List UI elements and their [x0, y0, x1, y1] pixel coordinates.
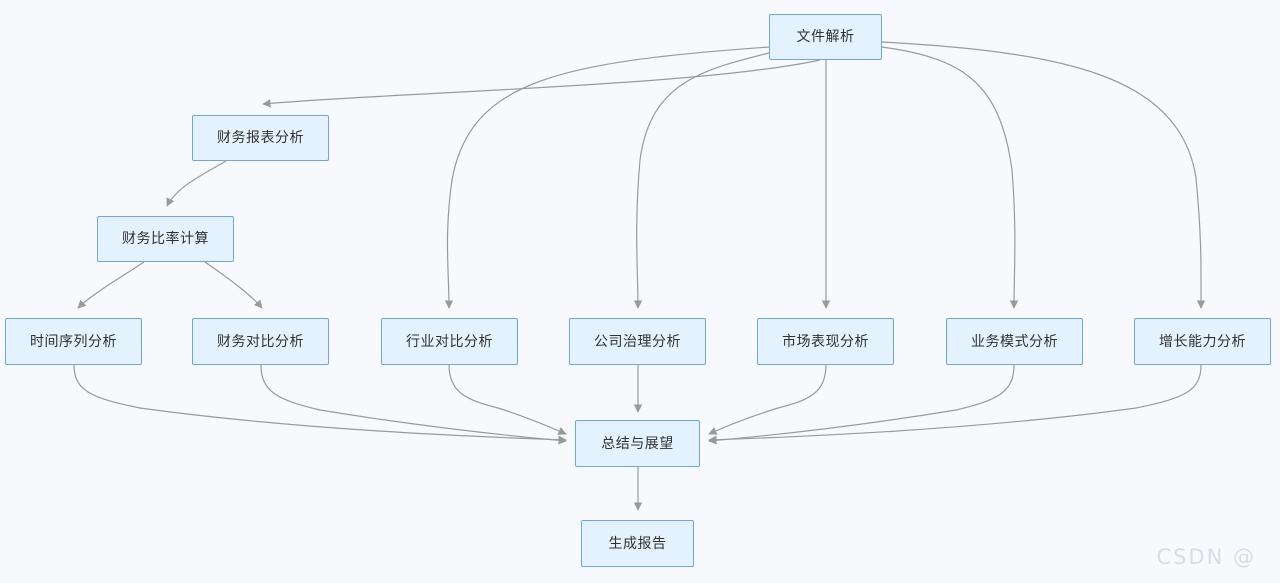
- node-n7[interactable]: 公司治理分析: [569, 318, 706, 365]
- node-label: 行业对比分析: [406, 333, 493, 350]
- edge-n1-to-n10: [881, 41, 1206, 309]
- node-label: 公司治理分析: [594, 333, 681, 350]
- node-label: 文件解析: [796, 29, 855, 45]
- node-label: 时间序列分析: [30, 333, 117, 350]
- node-n1[interactable]: 文件解析: [769, 14, 882, 60]
- edge-n5-to-n11: [260, 364, 567, 445]
- node-n12[interactable]: 生成报告: [581, 520, 694, 567]
- node-label: 财务报表分析: [217, 130, 304, 146]
- node-label: 财务对比分析: [217, 333, 304, 350]
- edge-n1-to-n2: [262, 59, 821, 108]
- edge-n8-to-n11: [708, 364, 827, 435]
- node-n6[interactable]: 行业对比分析: [381, 318, 518, 365]
- edge-n1-to-n9: [881, 46, 1019, 309]
- edge-n6-to-n11: [448, 364, 567, 435]
- node-n3[interactable]: 财务比率计算: [97, 216, 234, 262]
- node-n11[interactable]: 总结与展望: [575, 420, 700, 467]
- node-label: 业务模式分析: [971, 333, 1058, 350]
- edge-n10-to-n11: [708, 364, 1202, 444]
- edge-n4-to-n11: [73, 364, 567, 444]
- watermark: CSDN @: [1156, 545, 1256, 569]
- node-label: 市场表现分析: [782, 333, 869, 350]
- edge-n9-to-n11: [708, 364, 1015, 445]
- edge-n3-to-n5: [204, 261, 263, 309]
- node-n5[interactable]: 财务对比分析: [192, 318, 329, 365]
- node-label: 生成报告: [608, 535, 667, 552]
- edge-n1-to-n7: [633, 52, 770, 309]
- edge-n2-to-n3: [166, 160, 227, 207]
- edge-n3-to-n4: [77, 261, 145, 309]
- node-label: 总结与展望: [601, 435, 674, 452]
- node-n4[interactable]: 时间序列分析: [5, 318, 142, 365]
- node-n9[interactable]: 业务模式分析: [946, 318, 1083, 365]
- node-n2[interactable]: 财务报表分析: [192, 115, 329, 161]
- node-label: 财务比率计算: [122, 231, 209, 247]
- edge-n1-to-n6: [444, 46, 770, 309]
- node-label: 增长能力分析: [1159, 333, 1246, 350]
- node-n10[interactable]: 增长能力分析: [1134, 318, 1271, 365]
- node-n8[interactable]: 市场表现分析: [757, 318, 894, 365]
